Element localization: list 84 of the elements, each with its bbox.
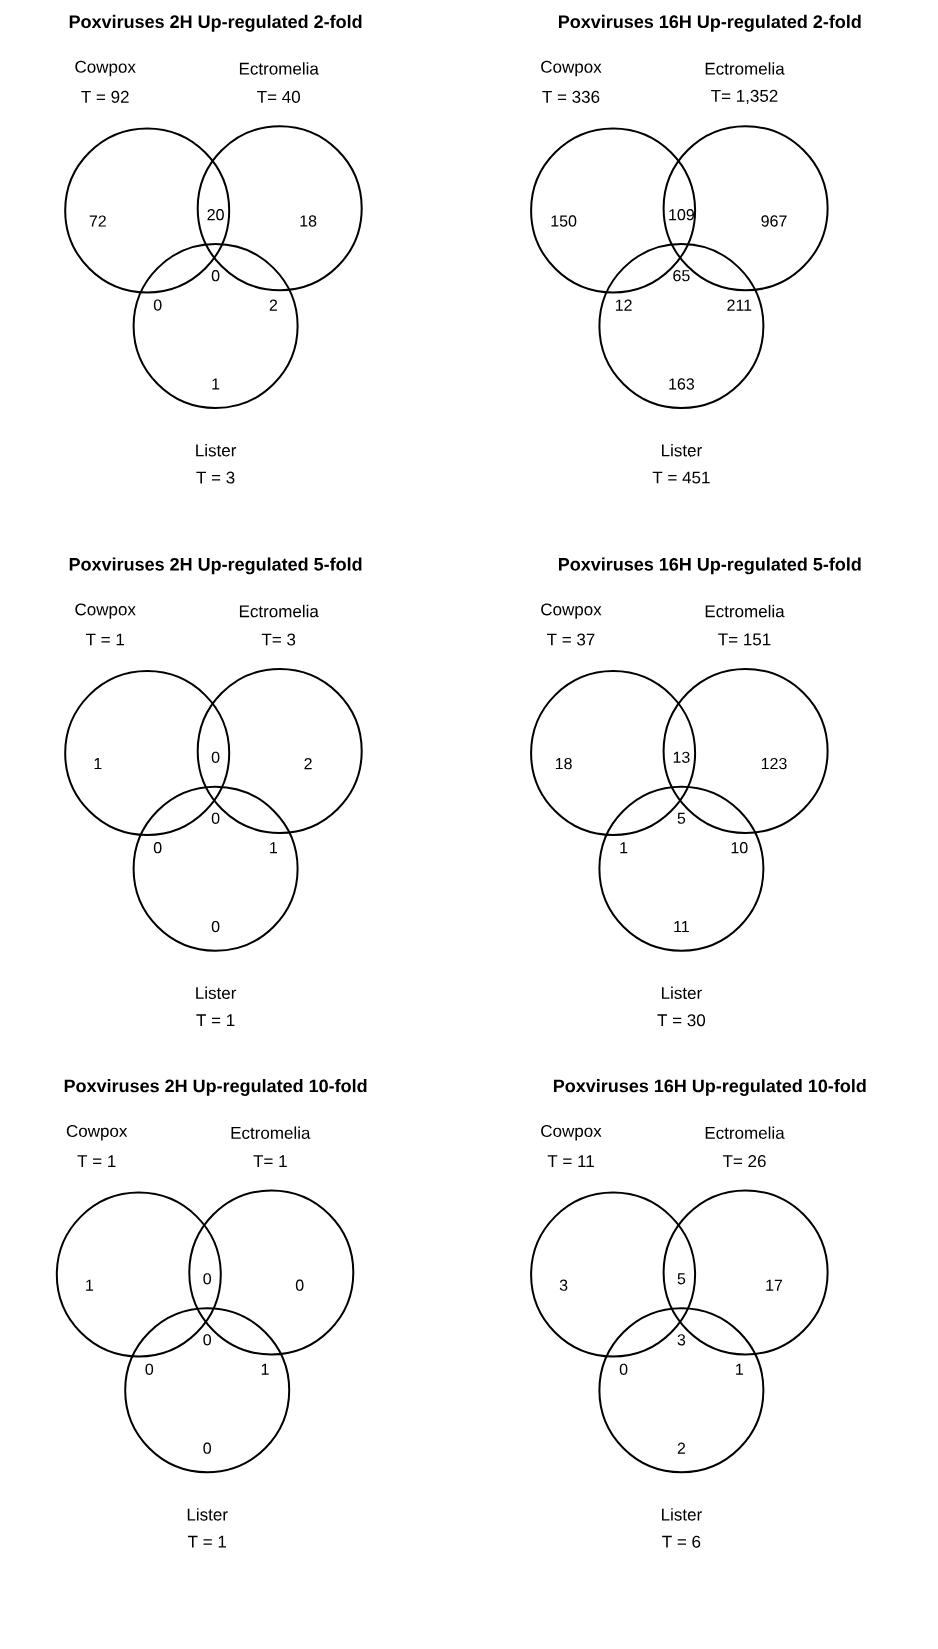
set-name: Lister xyxy=(662,443,702,457)
set-name: Ectromelia xyxy=(705,1126,785,1139)
set-total: T= 3 xyxy=(261,633,296,646)
region-count: 2 xyxy=(269,299,278,311)
panel-title: Poxviruses 2H Up-regulated 5-fold xyxy=(69,557,362,575)
region-count: 0 xyxy=(211,751,220,763)
region-count: 18 xyxy=(300,215,317,227)
region-count: 967 xyxy=(761,215,787,227)
set-total: T= 40 xyxy=(257,90,300,103)
region-count: 1 xyxy=(94,758,102,770)
panel-title: Poxviruses 16H Up-regulated 2-fold xyxy=(558,14,861,32)
region-count: 1 xyxy=(270,842,278,854)
set-total: T= 1,352 xyxy=(711,89,778,104)
region-count: 0 xyxy=(145,1363,154,1375)
region-count: 211 xyxy=(727,299,752,311)
set-name: Lister xyxy=(662,1508,702,1521)
region-count: 1 xyxy=(620,842,628,854)
region-count: 2 xyxy=(677,1442,686,1454)
region-count: 1 xyxy=(736,1363,743,1375)
set-total: T = 6 xyxy=(662,1535,701,1548)
set-name: Ectromelia xyxy=(705,62,785,75)
region-count: 0 xyxy=(203,1334,211,1346)
set-name: Ectromelia xyxy=(705,604,785,618)
region-count: 1 xyxy=(261,1363,269,1375)
set-total: T = 1 xyxy=(196,1014,235,1027)
region-count: 72 xyxy=(89,215,106,227)
set-name: Cowpox xyxy=(541,1125,602,1141)
region-count: 0 xyxy=(295,1279,304,1291)
set-total: T= 1 xyxy=(253,1155,287,1167)
set-name: Lister xyxy=(196,443,237,457)
set-name: Cowpox xyxy=(541,60,602,77)
region-count: 150 xyxy=(551,215,577,227)
region-count: 0 xyxy=(153,299,162,311)
region-count: 3 xyxy=(559,1279,568,1291)
region-count: 0 xyxy=(203,1442,211,1454)
region-count: 0 xyxy=(203,1273,211,1285)
region-count: 20 xyxy=(207,209,224,221)
region-count: 17 xyxy=(766,1279,783,1291)
set-name: Ectromelia xyxy=(231,1126,311,1139)
region-count: 2 xyxy=(304,758,312,770)
region-count: 0 xyxy=(153,842,162,854)
set-total: T = 451 xyxy=(652,471,710,484)
set-total: T = 1 xyxy=(187,1535,226,1548)
set-name: Ectromelia xyxy=(239,604,319,618)
set-name: Cowpox xyxy=(75,603,136,619)
region-count: 65 xyxy=(673,270,690,282)
region-count: 18 xyxy=(555,757,572,770)
panel-title: Poxviruses 16H Up-regulated 10-fold xyxy=(553,1079,866,1096)
region-count: 11 xyxy=(674,921,689,933)
set-total: T= 26 xyxy=(722,1155,766,1168)
set-name: Cowpox xyxy=(66,1125,128,1141)
region-count: 163 xyxy=(669,378,695,390)
region-count: 5 xyxy=(677,812,686,824)
set-total: T = 3 xyxy=(196,471,235,484)
region-count: 10 xyxy=(731,842,748,854)
region-count: 123 xyxy=(761,757,787,770)
region-count: 1 xyxy=(86,1279,94,1291)
set-total: T = 37 xyxy=(547,633,595,646)
set-total: T = 336 xyxy=(542,90,600,103)
region-count: 0 xyxy=(619,1363,628,1375)
region-count: 0 xyxy=(211,812,220,824)
panel-title: Poxviruses 2H Up-regulated 10-fold xyxy=(64,1079,367,1096)
set-name: Lister xyxy=(196,986,237,1000)
set-name: Lister xyxy=(187,1508,228,1521)
set-name: Cowpox xyxy=(75,60,136,77)
region-count: 109 xyxy=(669,209,694,221)
set-total: T = 11 xyxy=(547,1155,594,1167)
region-count: 12 xyxy=(615,299,632,311)
panel-title: Poxviruses 16H Up-regulated 5-fold xyxy=(558,557,861,575)
set-total: T = 92 xyxy=(81,90,129,103)
region-count: 5 xyxy=(677,1273,686,1285)
region-count: 0 xyxy=(211,270,220,282)
set-name: Lister xyxy=(662,986,702,1000)
panel-title: Poxviruses 2H Up-regulated 2-fold xyxy=(69,14,362,32)
set-total: T = 1 xyxy=(77,1155,116,1167)
region-count: 13 xyxy=(673,751,690,763)
region-count: 1 xyxy=(212,378,220,390)
set-total: T= 151 xyxy=(718,633,771,646)
set-total: T = 1 xyxy=(85,633,124,646)
region-count: 0 xyxy=(211,920,220,933)
set-name: Ectromelia xyxy=(239,62,319,75)
region-count: 3 xyxy=(677,1334,686,1346)
set-name: Cowpox xyxy=(541,603,602,619)
set-total: T = 30 xyxy=(657,1014,706,1027)
